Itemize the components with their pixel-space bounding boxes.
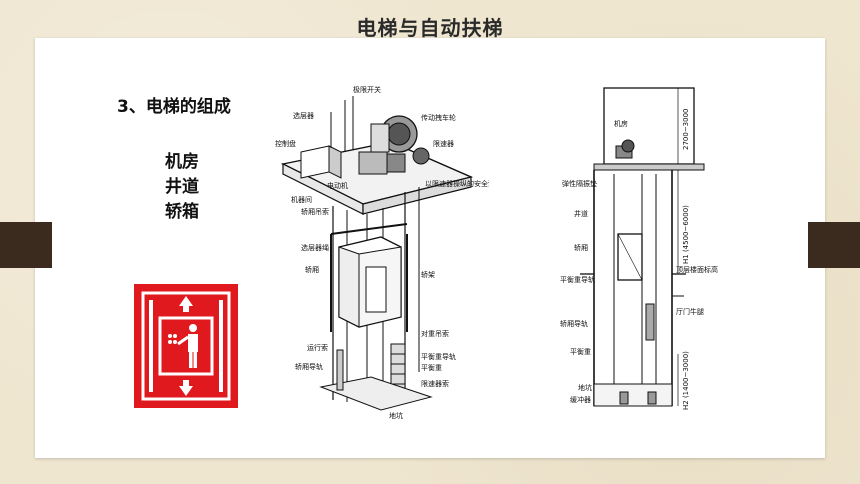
label-dim-h1: H1 (4500~6000) xyxy=(682,205,690,264)
label-car-rope: 轿厢吊索 xyxy=(301,207,329,216)
label-car-frame: 轿架 xyxy=(421,270,435,279)
label-machine-room: 机器间 xyxy=(291,195,312,204)
label-car-guide-rail-right: 轿厢导轨 xyxy=(560,319,588,328)
left-decor-tab xyxy=(0,222,52,268)
label-dim-h2: H2 (1400~3000) xyxy=(682,351,690,410)
label-motor: 电动机 xyxy=(327,181,348,190)
label-counterweight: 平衡重 xyxy=(421,363,442,372)
label-speed-limiter: 限速器 xyxy=(433,139,454,148)
label-buffer: 缓冲器 xyxy=(570,395,591,404)
label-pit: 地坑 xyxy=(389,411,403,420)
list-item-car: 轿箱 xyxy=(165,202,199,222)
slide-title: 电梯与自动扶梯 xyxy=(356,16,504,40)
label-governor-rope: 限速器索 xyxy=(421,379,449,388)
elevator-sign-icon xyxy=(134,284,238,408)
label-top-floor: 顶层楼面标高 xyxy=(676,265,718,274)
label-dim-top: 2700~3000 xyxy=(682,109,690,151)
elevator-structure-diagram: 极限开关 选层器 传动拽车轮 控制盘 限速器 电动机 机器间 以限速器操纵的安全… xyxy=(271,82,489,422)
label-machine-room-right: 机房 xyxy=(614,119,628,128)
label-traction-sheave: 传动拽车轮 xyxy=(421,113,456,122)
label-counterweight-right: 平衡重 xyxy=(570,347,591,356)
label-floor-selector: 选层器 xyxy=(293,111,314,120)
label-door-sill: 厅门牛腿 xyxy=(676,307,704,316)
label-selector-cable: 选层器绳 xyxy=(301,243,329,252)
label-travel-cable: 运行索 xyxy=(307,343,328,352)
label-car-right: 轿厢 xyxy=(574,243,588,252)
label-cw-guide-rail: 平衡重导轨 xyxy=(421,352,456,361)
label-isolation-pad: 弹性隔振垫 xyxy=(562,179,597,188)
label-cw-guide-rail-right: 平衡重导轨 xyxy=(560,275,595,284)
section-heading: 3、电梯的组成 xyxy=(117,97,231,117)
label-counterweight-rope: 对重吊索 xyxy=(421,329,449,338)
label-control-panel: 控制盘 xyxy=(275,139,296,148)
elevator-section-diagram: 机房 2700~3000 弹性隔振垫 井道 H1 (4500~6000) 轿厢 … xyxy=(560,84,728,422)
label-limit-switch: 极限开关 xyxy=(353,85,381,94)
list-item-machine-room: 机房 xyxy=(165,152,199,172)
list-item-shaft: 井道 xyxy=(165,177,199,197)
label-pit-right: 地坑 xyxy=(578,383,592,392)
label-car: 轿厢 xyxy=(305,265,319,274)
component-list: 机房 井道 轿箱 xyxy=(165,150,199,225)
right-decor-tab xyxy=(808,222,860,268)
label-safety-rope: 以限速器操纵的安全索扣 xyxy=(425,179,489,188)
label-car-guide-rail: 轿厢导轨 xyxy=(295,362,323,371)
label-shaft: 井道 xyxy=(574,209,588,218)
